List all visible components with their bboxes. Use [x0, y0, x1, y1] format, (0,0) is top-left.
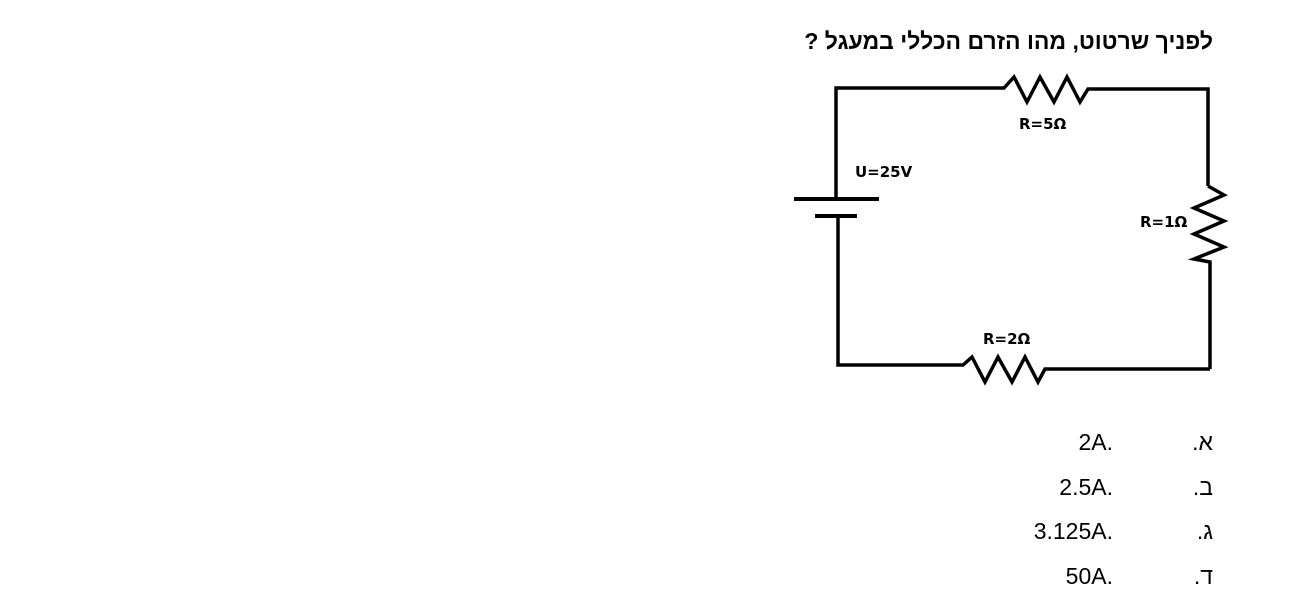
option-value: .2.5A	[1059, 474, 1113, 500]
bottom-wire-resistor	[836, 216, 1210, 386]
option-value: .50A	[1065, 563, 1113, 589]
answer-option-3[interactable]: ג. .3.125A	[1023, 516, 1213, 546]
option-value: .2A	[1078, 429, 1113, 455]
resistor-label-right: R=1Ω	[1140, 213, 1188, 231]
option-letter: ב.	[1192, 474, 1213, 500]
source-label: U=25V	[855, 163, 913, 181]
answer-option-2[interactable]: ב. .2.5A	[1023, 472, 1213, 502]
answer-option-4[interactable]: ד. .50A	[1023, 561, 1213, 591]
resistor-label-top: R=5Ω	[1019, 115, 1067, 133]
option-value: .3.125A	[1033, 518, 1113, 544]
question-text: לפניך שרטוט, מהו הזרם הכללי במעגל ?	[804, 28, 1213, 54]
option-letter: א.	[1192, 429, 1213, 455]
resistor-label-bottom: R=2Ω	[983, 330, 1031, 348]
option-letter: ג.	[1196, 518, 1213, 544]
option-letter: ד.	[1193, 563, 1213, 589]
right-resistor-wire	[1187, 184, 1229, 369]
top-wire-resistor	[834, 73, 1210, 198]
answer-option-1[interactable]: א. .2A	[1023, 427, 1213, 457]
